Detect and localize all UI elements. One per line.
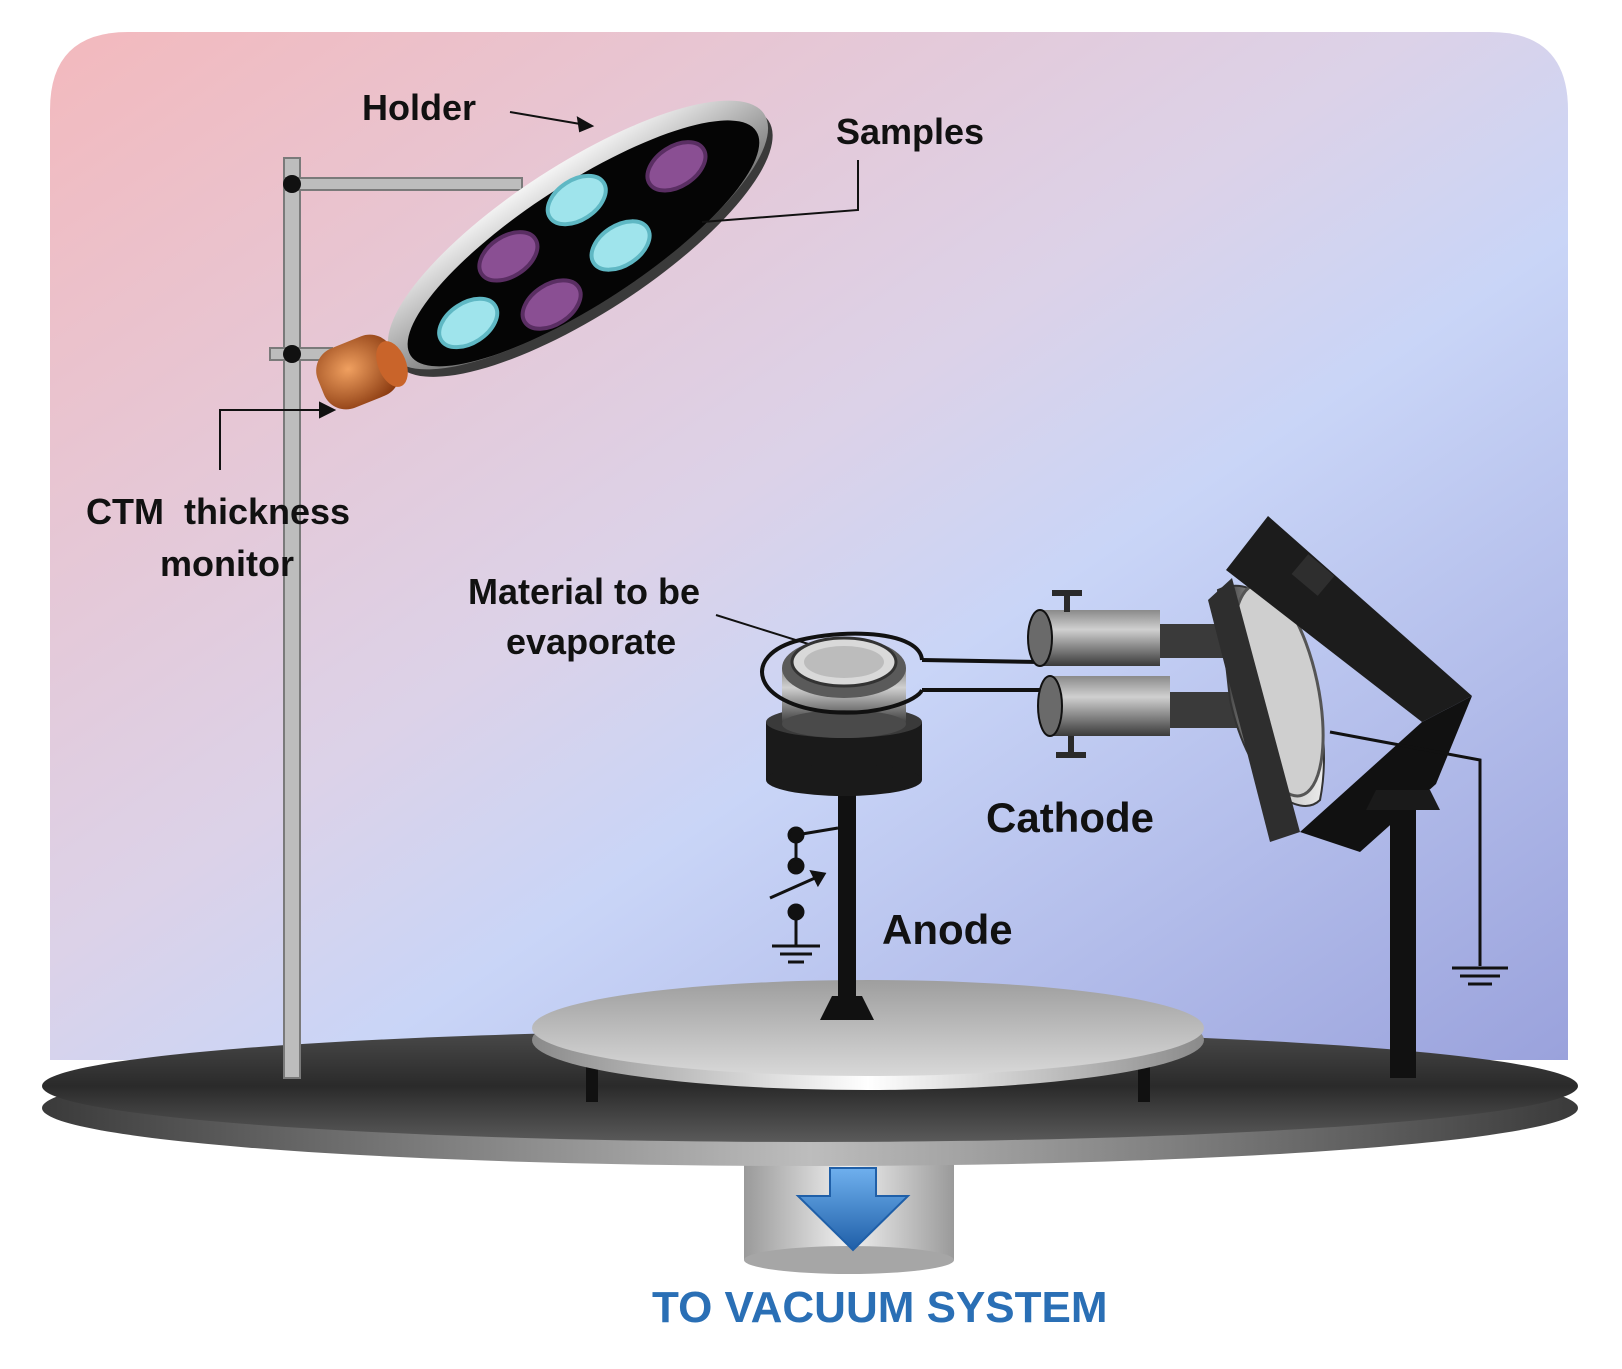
material-label-line1: Material to be <box>468 571 700 612</box>
cathode-label: Cathode <box>986 794 1154 841</box>
anode-post <box>820 780 874 1020</box>
sample-wafer <box>645 140 708 193</box>
material-label-line2: evaporate <box>506 621 676 662</box>
anode-label: Anode <box>882 906 1013 953</box>
anode-platform <box>532 980 1204 1102</box>
ctm-thickness-monitor <box>316 334 408 410</box>
vacuum-system-label: TO VACUUM SYSTEM <box>652 1283 1108 1332</box>
ctm-label-line1: CTM thickness <box>86 491 350 532</box>
holder-label: Holder <box>362 87 476 128</box>
ctm-label-line2: monitor <box>160 543 294 584</box>
sample-wafer <box>589 219 652 272</box>
filament-loop <box>760 631 1050 715</box>
cathode-assembly <box>1027 516 1472 1078</box>
sample-wafer <box>545 173 608 227</box>
down-arrow-icon <box>795 1167 911 1252</box>
ground-symbol-icon <box>772 826 820 964</box>
sample-wafer <box>477 230 540 283</box>
anode-circuit <box>769 826 839 946</box>
sample-wafer <box>520 278 583 331</box>
sample-wafer <box>437 296 500 350</box>
sample-holder <box>387 100 773 377</box>
support-rod <box>269 157 523 1079</box>
cathode-ground-wire <box>1329 730 1508 986</box>
crucible <box>766 636 922 796</box>
samples-label: Samples <box>836 111 984 152</box>
